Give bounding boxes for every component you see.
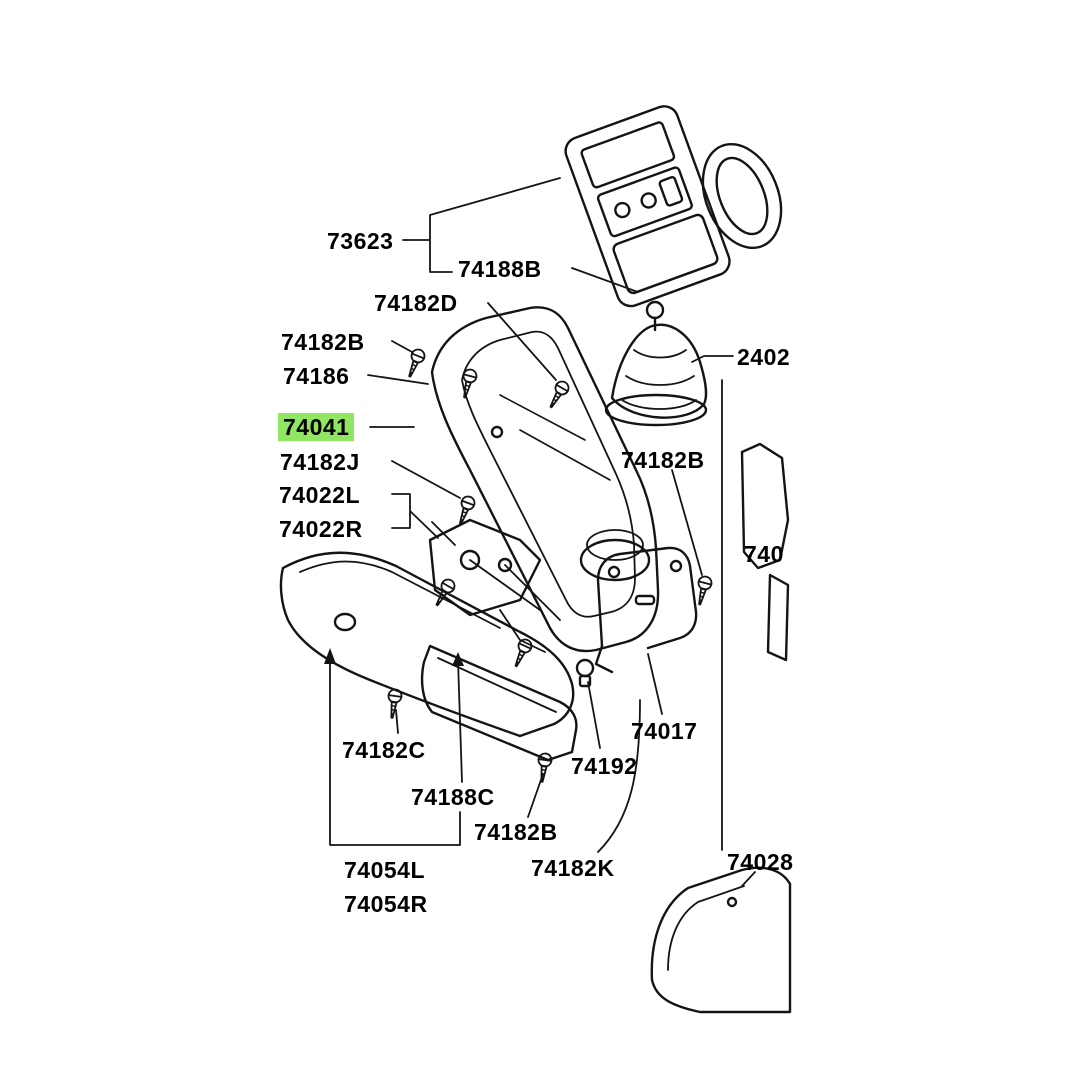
arrowheads bbox=[324, 648, 464, 666]
part-label-73623: 73623 bbox=[327, 228, 394, 254]
part-label-2402-truncated: 2402 bbox=[737, 344, 791, 370]
part-label-74182j: 74182J bbox=[280, 449, 360, 475]
part-label-74182d: 74182D bbox=[374, 290, 458, 316]
part-label-74054l: 74054L bbox=[344, 857, 426, 883]
support-bracket-part bbox=[596, 548, 696, 672]
part-label-74182b-1: 74182B bbox=[281, 329, 365, 355]
ring-trim-part bbox=[688, 132, 795, 259]
side-panel-part bbox=[281, 553, 573, 736]
part-label-74188c: 74188C bbox=[411, 784, 495, 810]
grommet-part bbox=[577, 660, 593, 686]
part-label-74182b-2: 74182B bbox=[621, 447, 705, 473]
part-label-74028-truncated: 74028 bbox=[727, 849, 794, 875]
part-label-74192: 74192 bbox=[571, 753, 638, 779]
part-label-74022r: 74022R bbox=[279, 516, 363, 542]
bottom-right-panel-part bbox=[652, 868, 790, 1012]
part-label-74022l: 74022L bbox=[279, 482, 361, 508]
part-label-74182c: 74182C bbox=[342, 737, 426, 763]
part-label-74182k: 74182K bbox=[531, 855, 615, 881]
lower-strip-part bbox=[422, 646, 576, 760]
console-frame-part bbox=[432, 307, 658, 651]
part-label-74182b-3: 74182B bbox=[474, 819, 558, 845]
leader-lines bbox=[330, 178, 755, 886]
part-label-740-truncated: 740 bbox=[744, 541, 784, 567]
right-edge-partial-parts bbox=[722, 380, 788, 850]
part-label-74186: 74186 bbox=[283, 363, 350, 389]
shift-boot-part bbox=[606, 302, 706, 425]
part-label-74054r: 74054R bbox=[344, 891, 428, 917]
part-label-74041-highlighted: 74041 bbox=[278, 413, 355, 441]
part-label-74188b: 74188B bbox=[458, 256, 542, 282]
part-label-74017: 74017 bbox=[631, 718, 698, 744]
